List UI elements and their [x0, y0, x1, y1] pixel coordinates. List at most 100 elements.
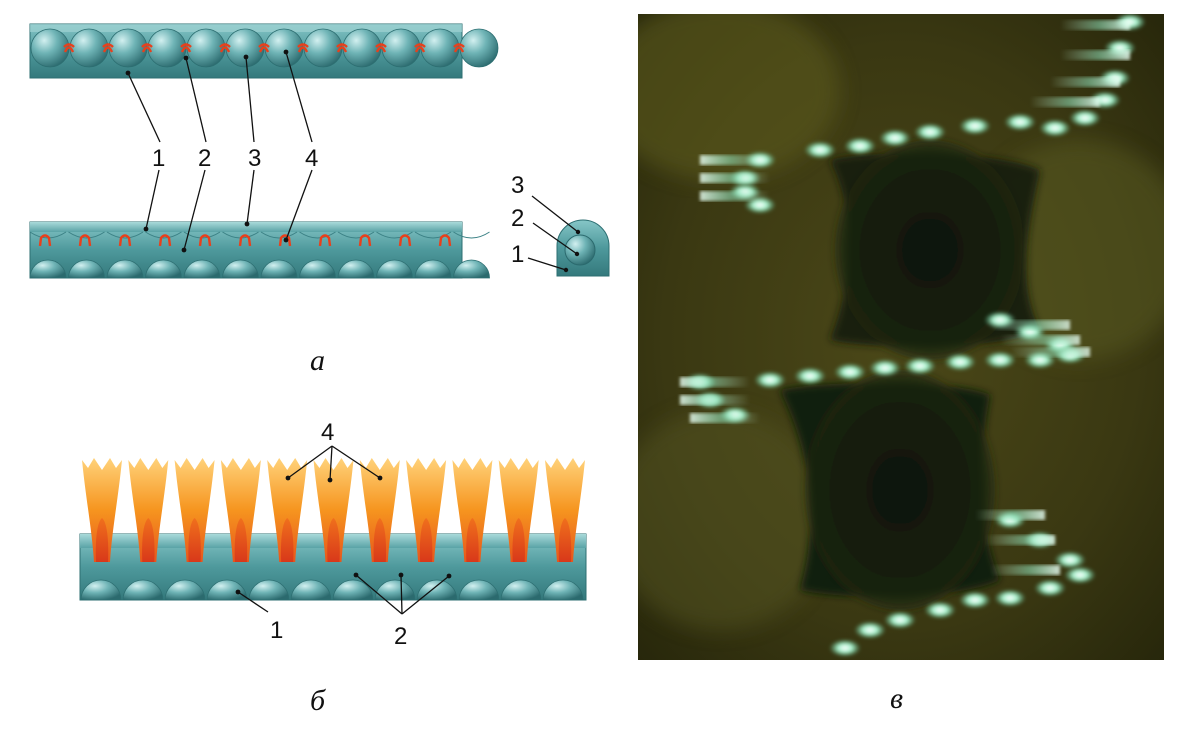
sphere [381, 28, 421, 68]
glow-spot [1054, 551, 1086, 569]
cavity-edge [68, 231, 105, 239]
glow-spot [914, 123, 946, 141]
sphere-half [106, 259, 144, 279]
glow-streak [975, 510, 1045, 520]
cross-section-callout-3: 3 [511, 172, 524, 199]
glow-spot [959, 591, 991, 609]
resonator [297, 43, 309, 53]
resonator [180, 43, 192, 53]
plasma-jet [313, 458, 354, 562]
sphere-row-top-view [30, 28, 499, 68]
resonator [414, 43, 426, 53]
plasma-jet-row [82, 458, 585, 562]
resonator [158, 234, 172, 247]
resonator [219, 43, 231, 53]
plasma-jet [128, 458, 169, 562]
sphere [342, 28, 382, 68]
resonator [318, 234, 332, 247]
tube-top-view [29, 23, 499, 79]
sphere-row-plasma [80, 579, 584, 601]
sphere [332, 579, 374, 601]
callout-4-b: 4 [321, 419, 334, 446]
glow-spot [924, 601, 956, 619]
resonator [336, 43, 348, 53]
resonator [141, 43, 153, 53]
sphere-half [337, 259, 375, 279]
glow-spot [794, 367, 826, 385]
glow-streak [985, 535, 1055, 545]
cavity-edge [145, 231, 182, 239]
glow-streak [680, 377, 750, 387]
sphere-half [376, 259, 413, 279]
sphere [30, 28, 70, 68]
plasma-core [419, 518, 433, 562]
cross-section-callout-1: 1 [511, 241, 524, 268]
glow-spot [804, 141, 836, 159]
tube-cross-section [527, 195, 610, 277]
sphere-row-side-view [29, 231, 490, 279]
resonator-row-top-view [63, 43, 465, 53]
sphere [264, 28, 304, 68]
plasma-jet [545, 458, 585, 562]
sphere [186, 28, 226, 68]
glow-spot [1064, 566, 1096, 584]
sphere-half [260, 259, 298, 279]
sphere [164, 579, 206, 601]
glow-streak [700, 191, 770, 201]
resonator [258, 43, 270, 53]
cavity-edge [414, 231, 452, 239]
sphere-half [68, 259, 105, 279]
resonator [198, 234, 212, 247]
glow-spot [1004, 113, 1036, 131]
glow-streak [680, 395, 750, 405]
resonator [238, 234, 252, 247]
callout-leaders-a [125, 49, 313, 253]
cavity-edge [106, 231, 144, 239]
callout-2-a: 2 [198, 145, 211, 172]
glow-streak [1010, 347, 1090, 357]
glow-streak [1000, 335, 1080, 345]
resonator [398, 234, 412, 247]
resonator [453, 43, 465, 53]
glow-streak [700, 173, 770, 183]
plasma-jet [359, 458, 400, 562]
glow-spot [884, 611, 916, 629]
glow-spot [879, 129, 911, 147]
plasma-core [188, 518, 201, 562]
resonator [63, 43, 75, 53]
plasma-core [234, 518, 248, 562]
glow-spot [994, 589, 1026, 607]
plasma-jet [406, 458, 447, 562]
plasma-glow-spots [680, 14, 1146, 657]
resonator [78, 234, 92, 247]
plasma-jet [174, 458, 215, 562]
plasma-core [95, 518, 109, 562]
plasma-jet [82, 458, 122, 562]
sphere-half [29, 259, 67, 279]
plasma-core [558, 518, 572, 562]
glow-streak [690, 413, 760, 423]
plasma-core [280, 518, 294, 562]
glow-spot [854, 621, 886, 639]
resonator [358, 234, 372, 247]
glow-spot [869, 359, 901, 377]
sphere [108, 28, 148, 68]
glow-spot [984, 351, 1016, 369]
cavity-edge [376, 231, 413, 239]
sphere-half [453, 259, 490, 279]
sphere [80, 579, 122, 601]
glow-streak [990, 565, 1060, 575]
sphere [248, 579, 290, 601]
glow-spot [1034, 579, 1066, 597]
cavity-edge [260, 231, 298, 239]
glow-streak [1060, 20, 1130, 30]
glow-spot [944, 353, 976, 371]
plasma-core [142, 518, 155, 562]
glow-spot [844, 137, 876, 155]
callout-4-a: 4 [305, 145, 318, 172]
callout-1-b: 1 [270, 617, 283, 644]
callout-3-a: 3 [248, 145, 261, 172]
plasma-tube-side-view [79, 458, 587, 601]
plasma-jet [267, 458, 308, 562]
glow-streak [990, 320, 1070, 330]
